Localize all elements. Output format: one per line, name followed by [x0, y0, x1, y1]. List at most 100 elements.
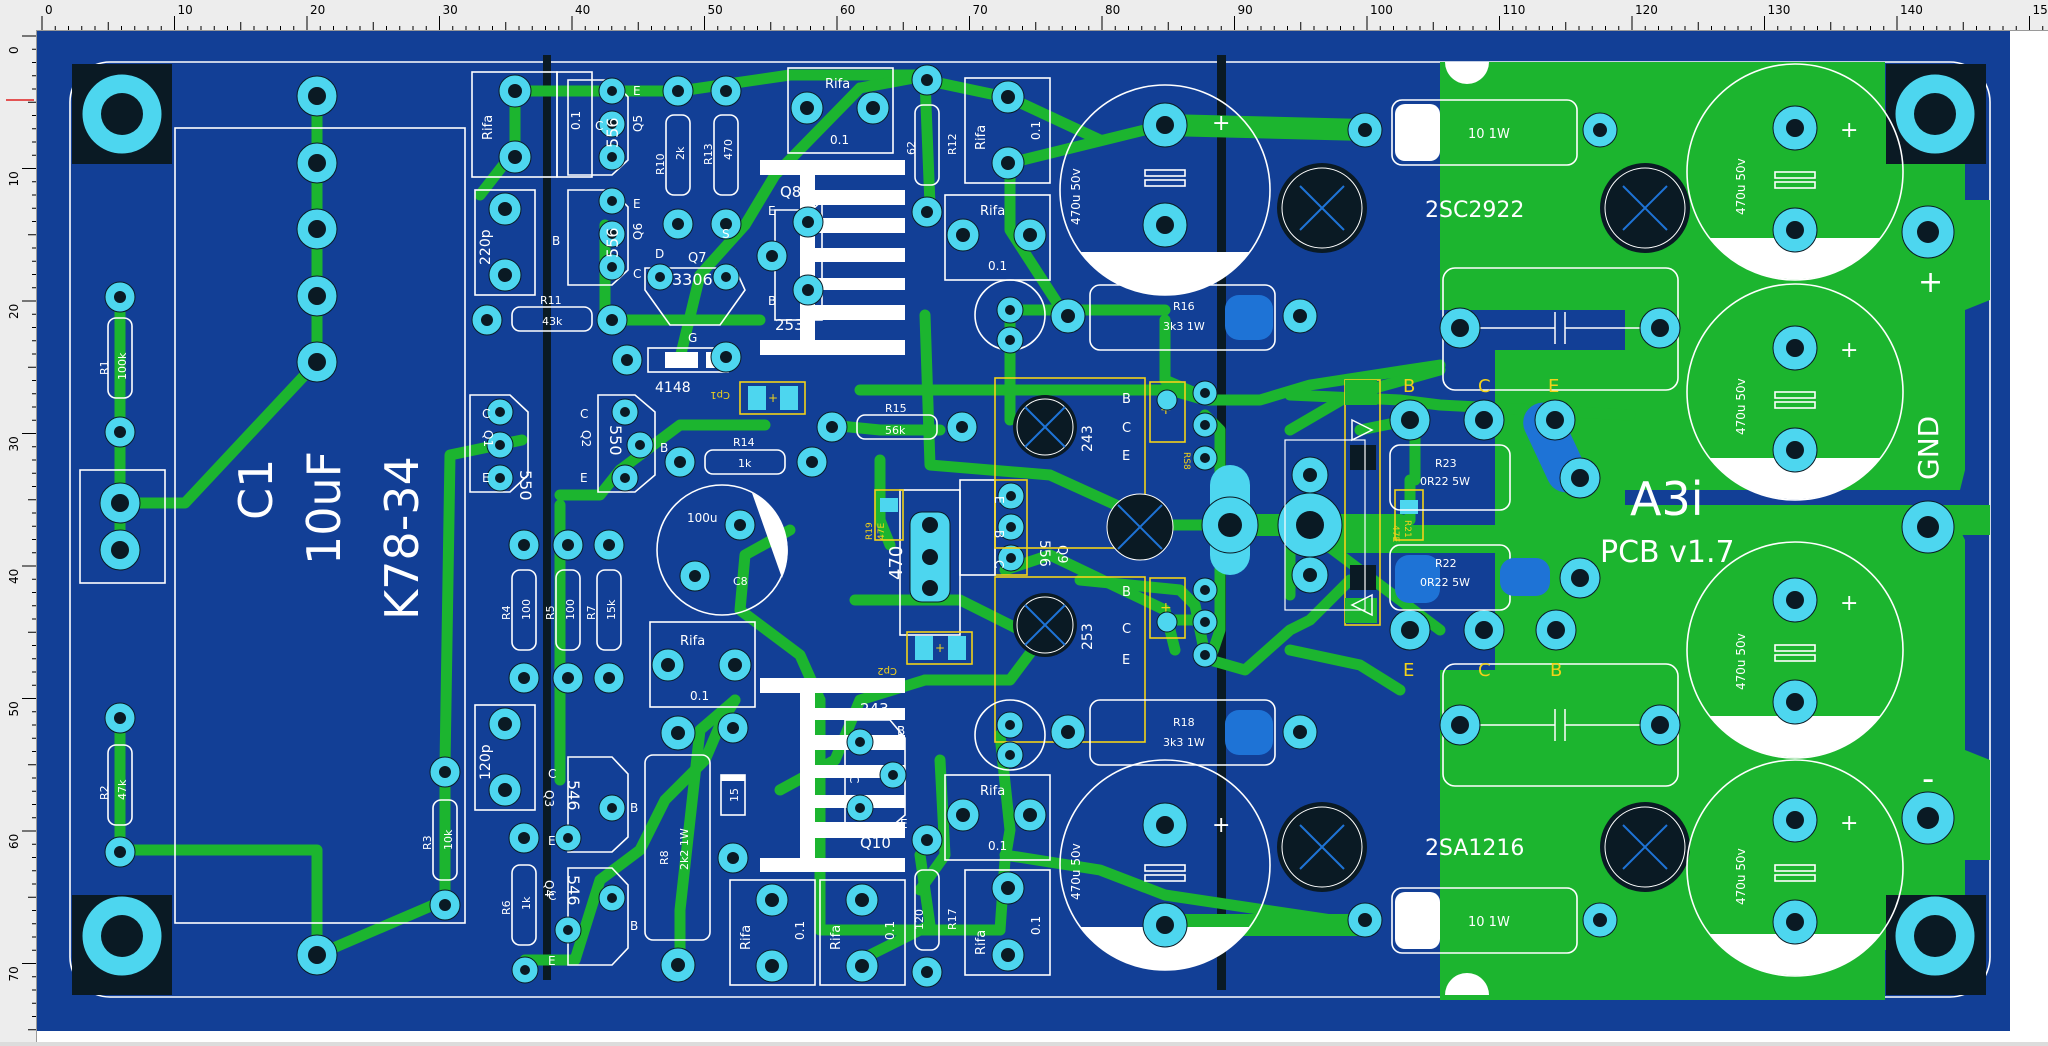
svg-text:Rifa: Rifa — [980, 784, 1005, 799]
r1-resistor[interactable]: R1 100k — [98, 281, 136, 448]
r12-resistor[interactable]: 62 R12 — [905, 64, 959, 228]
svg-text:B: B — [1550, 660, 1562, 681]
r-15[interactable]: 15 — [717, 712, 749, 874]
pcb-canvas[interactable]: C1 10uF K78-34 R1 100k R2 47k R3 10k — [37, 31, 2048, 1042]
pnp-output-pads[interactable]: E C B — [1389, 609, 1577, 681]
svg-text:243: 243 — [1080, 425, 1096, 452]
c-120p[interactable]: 120p — [474, 704, 536, 811]
r22-resistor[interactable]: R22 0R22 5W — [1389, 544, 1601, 611]
svg-text:Q1: Q1 — [481, 430, 495, 447]
cap-470u-bottom-left[interactable]: + 470u 50v — [1059, 759, 1271, 971]
transistor-q11-q12[interactable] — [974, 279, 1046, 771]
r3-resistor[interactable]: R3 10k — [421, 756, 461, 921]
svg-text:Rifa: Rifa — [825, 77, 850, 92]
notch-bottom — [1445, 973, 1489, 995]
rifa-c-6[interactable]: Rifa 0.1 — [964, 77, 1051, 184]
cap-470u-right-1[interactable]: + 470u 50v — [1686, 63, 1904, 281]
r23-resistor[interactable]: R23 0R22 5W — [1389, 444, 1511, 511]
r8-resistor[interactable]: R8 2k2 1W — [644, 715, 711, 983]
driver-243[interactable]: 243 B C E — [994, 377, 1146, 549]
pcb-board[interactable]: C1 10uF K78-34 R1 100k R2 47k R3 10k — [37, 31, 2048, 1042]
r18-resistor[interactable]: R18 3k3 1W — [1050, 699, 1318, 766]
svg-text:E: E — [633, 84, 641, 98]
r4-r5-r7-resistors[interactable]: R4 100 R5 100 R7 15k — [500, 529, 625, 694]
driver-pads[interactable]: + RS8 + — [1149, 380, 1218, 668]
svg-text:470u 50v: 470u 50v — [1069, 168, 1083, 225]
power-terminals[interactable] — [1901, 205, 1955, 845]
rifa-c-2[interactable]: Rifa 0.1 — [649, 621, 756, 708]
q6-transistor[interactable]: 556 Q6 — [567, 187, 645, 286]
film-cap-top[interactable] — [1439, 267, 1681, 391]
c-220p[interactable]: 220p — [474, 189, 536, 296]
svg-text:E: E — [992, 496, 1006, 504]
cp1-pad[interactable]: + Cp1 — [710, 381, 806, 415]
rifa-c-5[interactable]: Rifa 0.1 — [787, 67, 894, 154]
r-10-1w-bottom[interactable]: 10 1W — [1347, 887, 1618, 954]
r11-resistor[interactable]: R11 43k — [471, 294, 628, 336]
svg-text:100u: 100u — [687, 511, 718, 525]
svg-text:2k2 1W: 2k2 1W — [678, 828, 691, 870]
q10-transistor[interactable]: 243 Q10 — [844, 700, 907, 852]
q2-transistor[interactable]: 550 Q2 — [579, 394, 656, 493]
output-diodes[interactable] — [1344, 379, 1381, 626]
q1-transistor[interactable]: 550 Q1 — [469, 394, 535, 501]
d-4148[interactable]: 4148 — [611, 341, 742, 396]
r17-resistor[interactable]: 120 R17 — [911, 824, 959, 988]
svg-text:B: B — [768, 294, 776, 308]
svg-text:C: C — [1122, 622, 1131, 637]
r6-resistor[interactable]: R6 1k — [500, 822, 540, 946]
svg-text:Cp2: Cp2 — [877, 665, 897, 676]
svg-text:E: E — [633, 197, 641, 211]
output-node[interactable] — [1201, 439, 1366, 611]
r2-resistor[interactable]: R2 47k — [98, 702, 136, 868]
film-cap-bottom[interactable] — [1439, 663, 1681, 787]
r13-resistor[interactable]: R13 470 — [702, 75, 742, 240]
q7-jfet[interactable]: 3306 Q7 D S G — [644, 227, 746, 345]
npn-output-pads[interactable]: B C E — [1389, 376, 1601, 499]
svg-text:470u 50v: 470u 50v — [1734, 633, 1748, 690]
rifa-c-1[interactable]: Rifa — [471, 71, 558, 178]
cap-470u-right-3[interactable]: + 470u 50v — [1686, 541, 1904, 759]
ruler-top-label: 40 — [575, 3, 590, 17]
rifa-c-7[interactable]: Rifa 0.1 — [944, 194, 1051, 281]
svg-text:B: B — [1122, 585, 1131, 600]
driver-253[interactable]: 253 B C E — [994, 576, 1146, 743]
rifa-c-3[interactable]: Rifa 0.1 — [729, 879, 816, 986]
r14-resistor[interactable]: R14 1k — [664, 436, 828, 478]
c1-pads[interactable] — [296, 75, 338, 976]
svg-text:0.1: 0.1 — [988, 839, 1007, 853]
svg-text:Q9: Q9 — [1054, 545, 1069, 564]
r-10-1w-top[interactable]: 10 1W — [1347, 99, 1618, 166]
c-0.1-1[interactable]: 0.1 — [556, 71, 593, 178]
q4-transistor[interactable]: 546 Q4 — [511, 867, 629, 984]
r10-resistor[interactable]: R10 2k — [654, 75, 694, 240]
input-connector[interactable] — [79, 469, 166, 584]
rifa-c-4[interactable]: Rifa 0.1 — [819, 879, 906, 986]
svg-text:Q8: Q8 — [780, 183, 801, 201]
q3-transistor[interactable]: 546 Q3 — [542, 756, 629, 853]
rifa-c-9[interactable]: Rifa 0.1 — [964, 869, 1051, 976]
ruler-top-label: 0 — [45, 3, 53, 17]
r15-resistor[interactable]: R15 56k — [816, 402, 978, 443]
cap-470u-top-left[interactable]: + 470u 50v — [1059, 84, 1271, 296]
cap-470u-right-2[interactable]: + 470u 50v — [1686, 283, 1904, 501]
ruler-top-label: 90 — [1238, 3, 1253, 17]
svg-text:47E: 47E — [877, 523, 887, 540]
svg-text:B: B — [630, 919, 638, 933]
r2-ref: R2 — [98, 785, 111, 800]
svg-text:R22: R22 — [1435, 557, 1457, 570]
svg-text:470u 50v: 470u 50v — [1734, 158, 1748, 215]
cap-470u-right-4[interactable]: + 470u 50v — [1686, 759, 1904, 977]
rifa-c-8[interactable]: Rifa 0.1 — [944, 774, 1051, 861]
cp2-pad[interactable]: + Cp2 — [877, 631, 973, 676]
q8-transistor[interactable]: Q8 253 — [756, 183, 831, 334]
q5-transistor[interactable]: 556 Q5 — [567, 77, 645, 176]
r19-resistor[interactable]: R19 47E — [865, 489, 904, 541]
c8-capacitor[interactable]: 100u C8 — [656, 484, 788, 616]
q9-transistor[interactable]: 556 Q9 — [959, 479, 1069, 576]
bias-transistor[interactable] — [1106, 493, 1174, 561]
trimmer-470[interactable]: 470 — [886, 489, 961, 636]
